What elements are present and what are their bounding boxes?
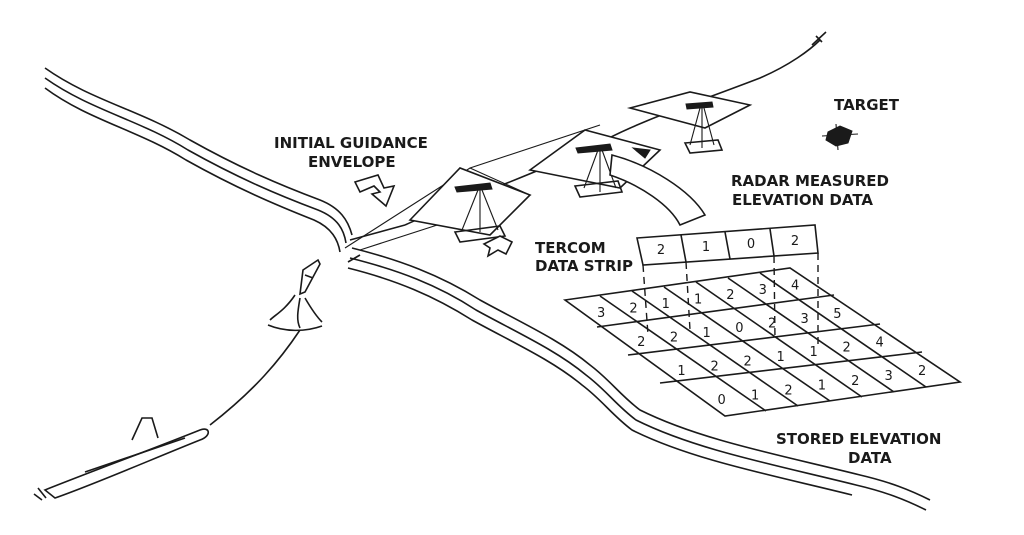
radar-cell-2: 0	[747, 237, 755, 252]
label-radar-measured: RADAR MEASURED	[731, 172, 889, 190]
grid-cell-1-6: 5	[833, 307, 841, 322]
grid-cell-2-6: 4	[876, 336, 884, 351]
coastline	[44, 67, 931, 511]
radar-cell-0: 2	[657, 243, 665, 258]
grid-cell-2-5: 2	[843, 340, 851, 355]
ribbon-arrow	[609, 153, 707, 227]
grid-cell-0-6: 4	[791, 279, 799, 294]
label-stored-data: DATA	[848, 449, 892, 467]
grid-cell-0-2: 1	[662, 297, 670, 312]
label-envelope: ENVELOPE	[308, 153, 396, 171]
grid-cell-0-1: 2	[629, 302, 637, 317]
stored-elevation-grid	[562, 267, 963, 417]
grid-cell-1-2: 1	[703, 326, 711, 341]
label-target: TARGET	[834, 96, 900, 114]
grid-cell-1-0: 2	[637, 335, 645, 350]
submarine-trajectory	[209, 329, 301, 426]
label-tercom: TERCOM	[535, 239, 606, 257]
grid-cell-3-1: 1	[751, 388, 759, 403]
radar-measured-values: 2 1 0 2	[657, 234, 799, 258]
grid-cell-0-5: 3	[759, 283, 767, 298]
missile-launch-icon	[267, 258, 323, 332]
label-elevation-data: ELEVATION DATA	[732, 191, 873, 209]
grid-cell-3-4: 2	[851, 374, 859, 389]
target-icon	[821, 123, 859, 151]
grid-cell-1-4: 2	[768, 316, 776, 331]
label-initial-guidance: INITIAL GUIDANCE	[274, 134, 428, 152]
radar-measured-strip	[636, 224, 819, 345]
grid-cell-2-0: 1	[677, 364, 685, 379]
grid-cell-2-2: 2	[743, 355, 751, 370]
grid-cell-3-2: 2	[784, 383, 792, 398]
tercom-pane-1	[408, 167, 532, 243]
stored-grid-values: 3 2 1 1 2 3 4 2 2 1 0 2 3 5 1 2 2 1 1 2 4 0 1 2 1 2 3 2	[597, 279, 926, 409]
label-data-strip: DATA STRIP	[535, 257, 633, 275]
grid-cell-1-3: 0	[735, 321, 743, 336]
grid-cell-0-0: 3	[597, 306, 605, 321]
grid-cell-3-6: 2	[918, 364, 926, 379]
label-stored-elevation: STORED ELEVATION	[776, 430, 941, 448]
grid-cell-0-4: 2	[726, 288, 734, 303]
tercom-pane-3	[626, 91, 753, 154]
grid-cell-3-5: 3	[885, 369, 893, 384]
grid-cell-1-5: 3	[801, 312, 809, 327]
grid-cell-2-4: 1	[810, 345, 818, 360]
grid-cell-1-1: 2	[670, 331, 678, 346]
grid-cell-2-1: 2	[710, 359, 718, 374]
grid-cell-3-0: 0	[718, 393, 726, 408]
submarine-icon	[33, 417, 210, 501]
tercom-arrow	[482, 235, 514, 258]
grid-cell-2-3: 1	[776, 350, 784, 365]
guidance-arrow	[353, 174, 396, 208]
grid-cell-0-3: 1	[694, 292, 702, 307]
radar-cell-1: 1	[702, 240, 710, 255]
radar-cell-3: 2	[791, 234, 799, 249]
cruise-missile-icon	[811, 31, 827, 46]
grid-cell-3-3: 1	[818, 379, 826, 394]
